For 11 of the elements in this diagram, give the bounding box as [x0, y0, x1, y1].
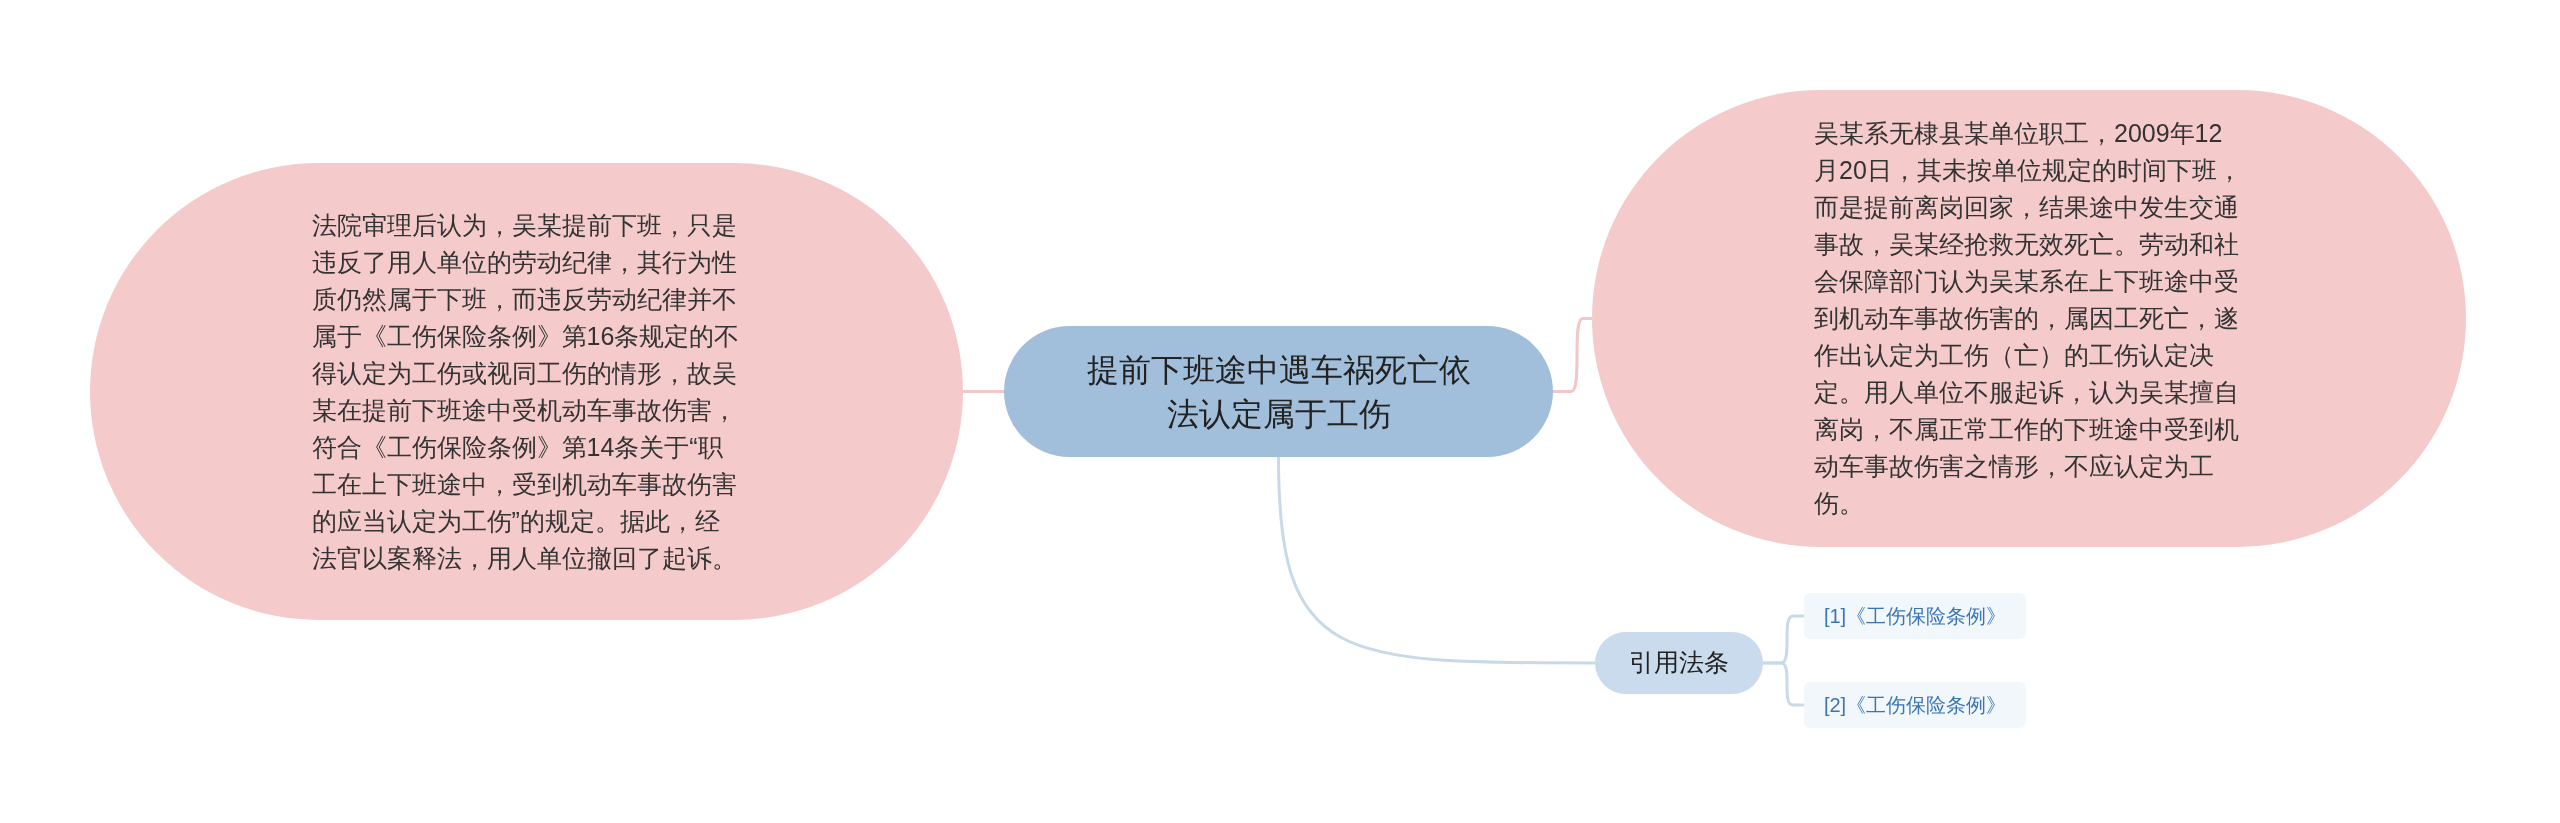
connector-line — [1277, 456, 1595, 665]
node-text: 吴某系无棣县某单位职工，2009年12月20日，其未按单位规定的时间下班，而是提前离岗回家，结果途中发生交通事故，吴某经抢救无效死亡。劳动和社会保障部门认为吴某系在上下班途中受到机动车事故伤害的，属因工死亡，遂作出认定为工伤（亡）的工伤认定决定。用人单位不服起诉，认为吴某擅自离岗，不属正常工作的下班途中受到机动车事故伤害之情形，不应认定为工伤。 — [1814, 118, 2243, 519]
reference-box — [1804, 682, 2026, 728]
connector-line — [1763, 661, 1804, 707]
node-text: [2]《工伤保险条例》 — [1823, 693, 2007, 718]
node-text: [1]《工伤保险条例》 — [1823, 604, 2007, 629]
node-text: 引用法条 — [1629, 647, 1729, 679]
node-text: 提前下班途中遇车祸死亡依法认定属于工伤 — [1085, 350, 1472, 434]
connector-line — [963, 390, 1004, 393]
reference-box — [1804, 593, 2026, 639]
node-text: 法院审理后认为，吴某提前下班，只是违反了用人单位的劳动纪律，其行为性质仍然属于下班，而违反劳动纪律并不属于《工伤保险条例》第16条规定的不得认定为工伤或视同工伤的情形，故吴某在提前下班途中受机动车事故伤害，符合《工伤保险条例》第14条关于“职工在上下班途中，受到机动车事故伤害的应当认定为工伤”的规定。据此，经法官以案释法，用人单位撤回了起诉。 — [311, 209, 741, 574]
